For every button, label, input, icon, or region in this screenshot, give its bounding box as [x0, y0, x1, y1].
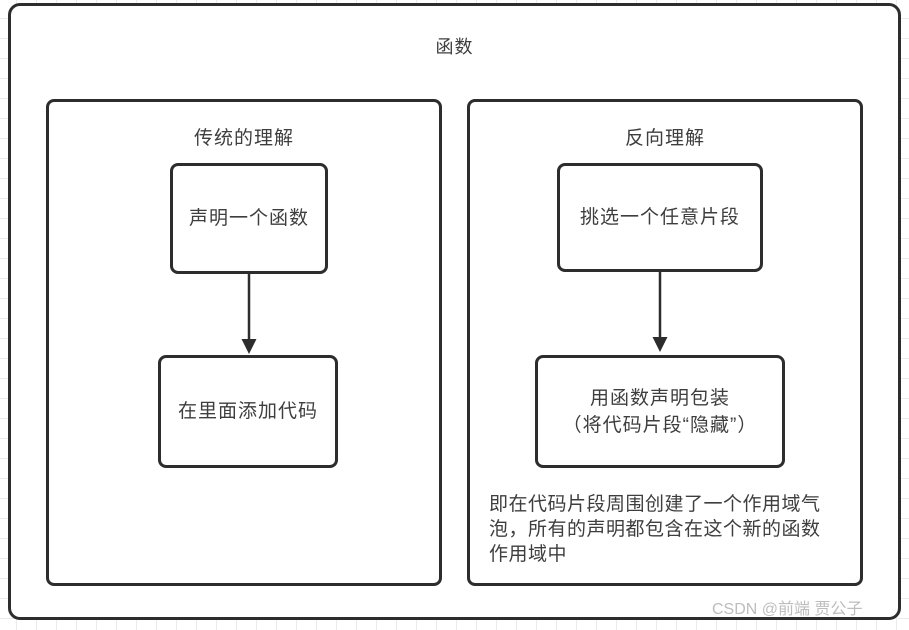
csdn-watermark: CSDN @前端 贾公子	[712, 601, 863, 618]
node-declare-function: 声明一个函数	[170, 163, 328, 274]
node-add-code-inside: 在里面添加代码	[158, 355, 338, 468]
node-wrap-label-line2: （将代码片段“隐藏”）	[562, 414, 758, 436]
scope-bubble-note: 即在代码片段周围创建了一个作用域气泡，所有的声明都包含在这个新的函数作用域中	[489, 494, 821, 565]
node-wrap-label: 用函数声明包装 （将代码片段“隐藏”）	[563, 385, 758, 439]
node-pick-arbitrary-fragment: 挑选一个任意片段	[557, 163, 763, 272]
panel-traditional-title: 传统的理解	[193, 128, 294, 149]
node-wrap-label-line1: 用函数声明包装	[589, 387, 730, 409]
diagram-title: 函数	[435, 37, 474, 57]
node-wrap-with-function-declaration: 用函数声明包装 （将代码片段“隐藏”）	[535, 355, 785, 468]
panel-reverse-title: 反向理解	[624, 128, 705, 149]
